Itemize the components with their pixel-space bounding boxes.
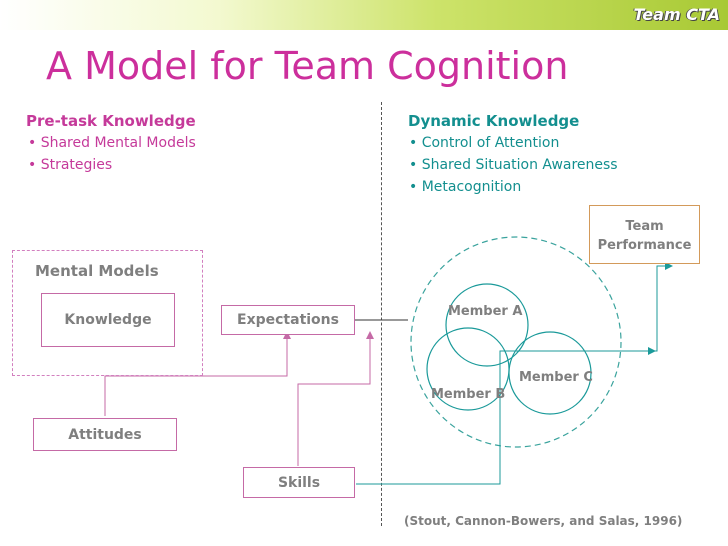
skills-team-arrow	[356, 347, 656, 485]
member-b-label: Member B	[431, 387, 506, 402]
list-item: • Metacognition	[409, 179, 522, 195]
brand-label: Team CTA	[633, 5, 720, 24]
list-item: • Shared Mental Models	[28, 135, 196, 151]
slide-title: A Model for Team Cognition	[46, 44, 569, 88]
pretask-list: • Shared Mental Models • Strategies	[28, 132, 196, 176]
section-divider	[381, 102, 382, 526]
citation: (Stout, Cannon-Bowers, and Salas, 1996)	[404, 514, 683, 528]
team-circle	[410, 236, 622, 448]
knowledge-box: Knowledge	[41, 293, 175, 347]
team-performance-label-1: Team	[625, 219, 664, 234]
list-item: • Control of Attention	[409, 135, 560, 151]
expectations-box: Expectations	[221, 305, 355, 335]
attitudes-box: Attitudes	[33, 418, 177, 451]
dynamic-heading: Dynamic Knowledge	[408, 112, 580, 130]
member-c-circle	[508, 331, 592, 415]
mental-models-label: Mental Models	[35, 262, 159, 280]
skills-arrow	[297, 331, 374, 466]
header-bar: Team CTA	[0, 0, 728, 30]
attitudes-arrow	[104, 331, 291, 416]
team-performance-box: Team Performance	[589, 205, 700, 264]
mental-models-frame	[12, 250, 203, 376]
team-performance-label-2: Performance	[597, 238, 692, 253]
member-c-label: Member C	[519, 370, 593, 385]
pretask-heading: Pre-task Knowledge	[26, 112, 196, 130]
member-a-circle	[445, 283, 529, 367]
list-item: • Strategies	[28, 157, 113, 173]
list-item: • Shared Situation Awareness	[409, 157, 618, 173]
skills-box: Skills	[243, 467, 355, 498]
dynamic-list: • Control of Attention • Shared Situatio…	[409, 132, 618, 198]
member-a-label: Member A	[448, 304, 523, 319]
performance-arrow	[652, 262, 673, 352]
